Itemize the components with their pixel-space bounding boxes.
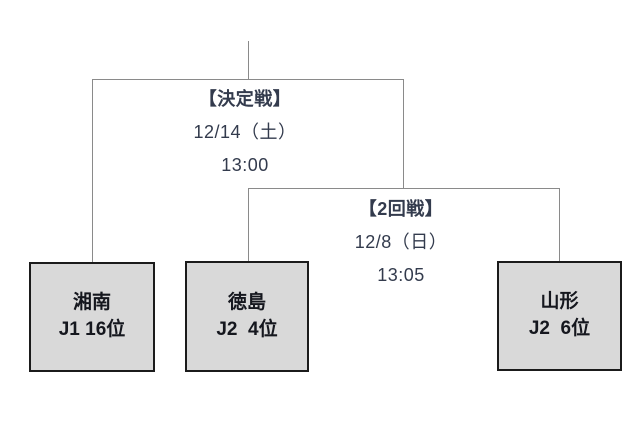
second-round-match-label: 【2回戦】 12/8（日） 13:05 bbox=[281, 193, 521, 292]
final-top-rail bbox=[92, 79, 404, 80]
team-name: 山形 bbox=[540, 291, 579, 313]
final-left-leg bbox=[92, 79, 93, 262]
second-round-right-leg bbox=[559, 188, 560, 262]
team-rank: J2 6位 bbox=[528, 318, 591, 339]
team-rank: J1 16位 bbox=[58, 319, 126, 340]
final-match-date: 12/14（土） bbox=[193, 122, 297, 142]
final-match-title: 【決定戦】 bbox=[198, 89, 292, 109]
team-name: 徳島 bbox=[227, 291, 266, 313]
second-round-match-title: 【2回戦】 bbox=[358, 199, 444, 219]
second-round-match-time: 13:05 bbox=[377, 265, 425, 285]
team-box-tokushima: 徳島 J2 4位 bbox=[185, 261, 309, 372]
team-box-yamagata: 山形 J2 6位 bbox=[497, 261, 622, 371]
final-match-time: 13:00 bbox=[221, 155, 269, 175]
team-rank: J2 4位 bbox=[216, 318, 278, 340]
team-name: 湘南 bbox=[72, 292, 111, 314]
final-right-leg bbox=[403, 79, 404, 189]
second-round-top-rail bbox=[248, 188, 560, 189]
second-round-match-date: 12/8（日） bbox=[354, 232, 448, 252]
team-box-shonan: 湘南 J1 16位 bbox=[29, 262, 155, 372]
champion-line bbox=[248, 41, 249, 80]
second-round-left-leg bbox=[248, 188, 249, 262]
final-match-label: 【決定戦】 12/14（土） 13:00 bbox=[125, 83, 365, 182]
